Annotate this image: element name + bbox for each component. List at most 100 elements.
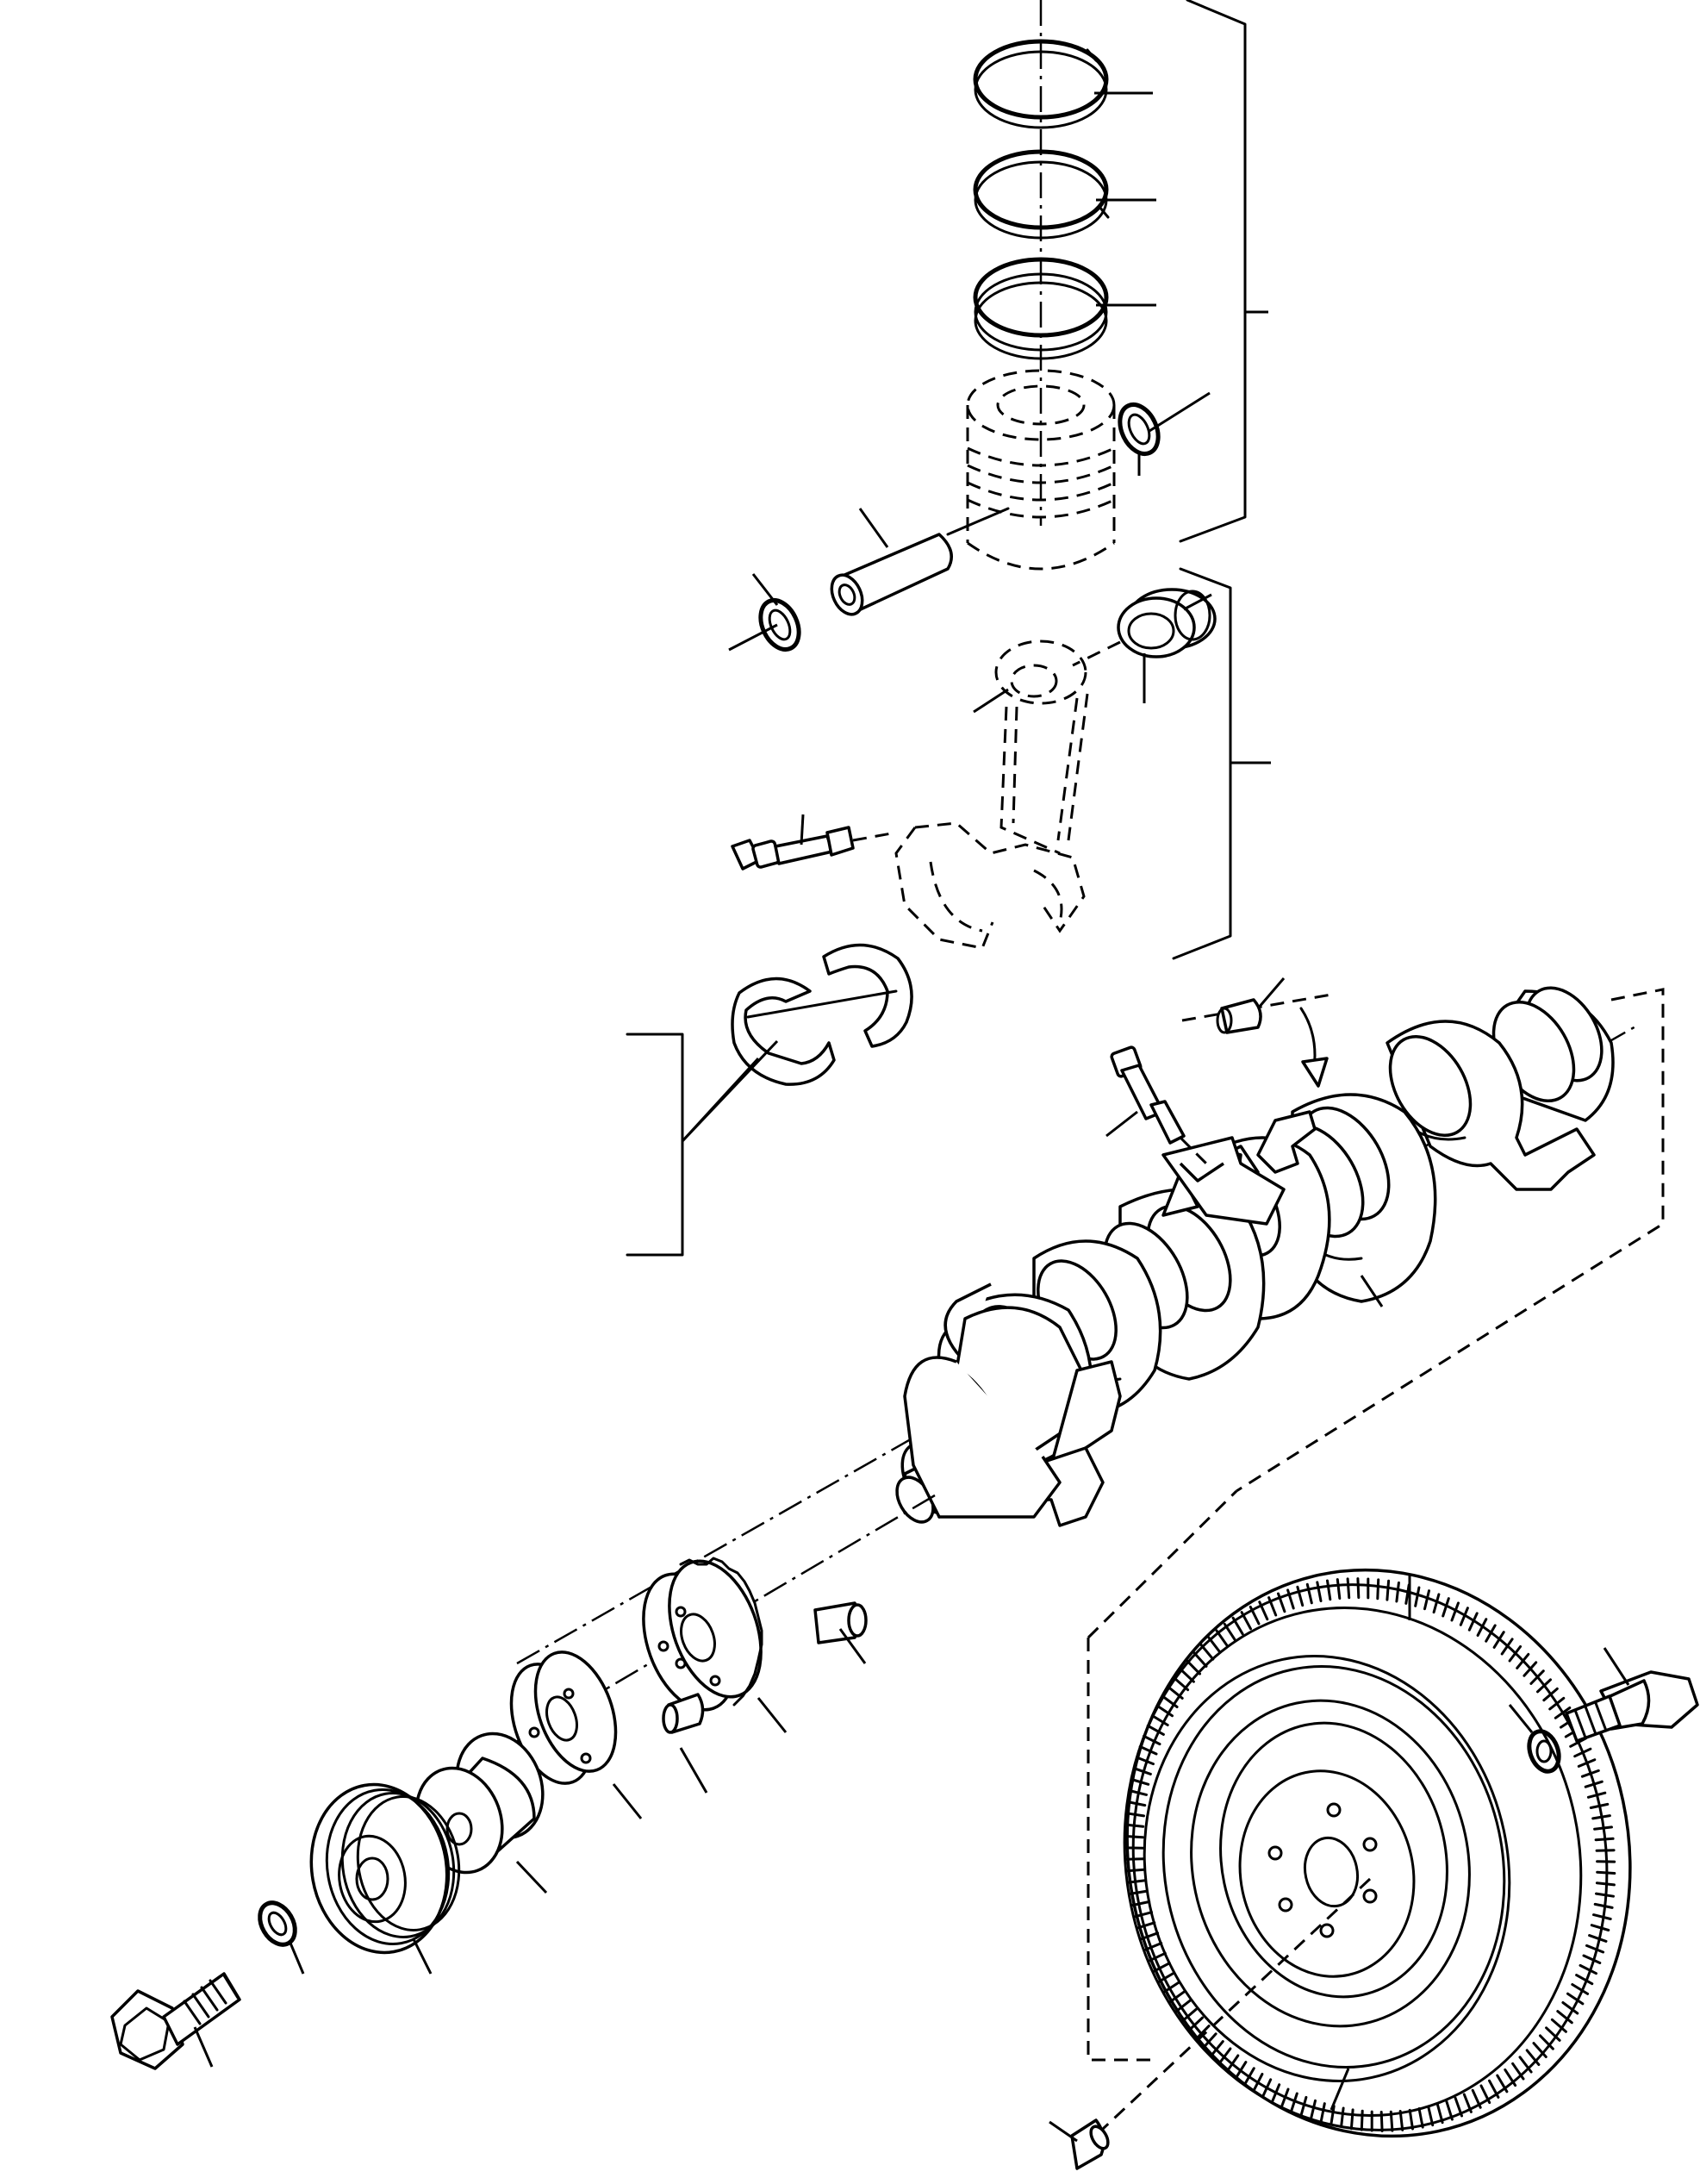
ring-gear-tooth (1582, 1954, 1602, 1964)
ring-gear-tooth (1529, 1669, 1545, 1685)
ring-gear-tooth (1235, 2061, 1248, 2079)
ring-gear-tooth (1595, 1849, 1616, 1852)
ring-gear-tooth (1556, 2010, 1573, 2025)
ring-gear-tooth (1442, 1597, 1450, 1618)
ring-gear-tooth (1492, 1631, 1505, 1649)
ring-gear-tooth (1476, 1618, 1488, 1637)
ring-gear-tooth (1153, 1962, 1171, 1973)
ring-gear-tooth (1550, 2018, 1567, 2033)
ring-gear-tooth (1536, 1678, 1552, 1694)
ring-gear-tooth (1356, 1577, 1361, 1599)
ring-gear-tooth (1454, 2096, 1463, 2118)
ring-gear-tooth (1129, 1889, 1149, 1895)
ring-gear-tooth (1305, 1582, 1313, 1605)
gear-dowel-left (662, 1693, 705, 1734)
ring-gear-tooth (1591, 1814, 1611, 1820)
ring-gear-tooth (1590, 1924, 1610, 1931)
ring-gear-tooth (1561, 2001, 1579, 2015)
ring-gear-tooth (1252, 2073, 1264, 2092)
ring-gear-tooth (1584, 1780, 1603, 1788)
ring-gear-tooth (1135, 1756, 1155, 1766)
ring-gear-tooth (1326, 1579, 1332, 1601)
ring-gear-tooth (1188, 2016, 1204, 2031)
ring-gear-tooth (1571, 1983, 1590, 1995)
ring-gear-tooth (1340, 2106, 1345, 2129)
ring-gear-tooth (1508, 1644, 1523, 1663)
piston-ring-oil (973, 257, 1109, 360)
bearing-shell-upper (731, 977, 836, 1086)
ring-gear-tooth (1296, 1585, 1305, 1607)
ring-gear-tooth (1310, 2099, 1317, 2120)
ring-gear-tooth (1240, 1611, 1252, 1631)
ring-gear-tooth (1286, 1588, 1295, 1610)
ring-gear-tooth (1280, 2087, 1290, 2108)
ring-gear-tooth (1417, 2107, 1424, 2129)
crankshaft-bracket (1236, 988, 1665, 1493)
leader-lines (193, 91, 1630, 2143)
ring-gear-tooth (1360, 2109, 1364, 2131)
bearing-bracket (626, 1033, 684, 1257)
ring-gear-tooth (1595, 1892, 1615, 1898)
piston-snap-ring-right (1118, 402, 1161, 456)
ring-gear-tooth (1126, 1800, 1147, 1807)
ring-gear-tooth (1395, 1581, 1400, 1603)
ring-gear-tooth (1130, 1778, 1150, 1786)
ring-gear-tooth (1523, 1661, 1538, 1677)
ring-gear-tooth (1128, 1789, 1148, 1796)
ring-gear-tooth (1267, 1596, 1278, 1617)
ring-gear-tooth (1168, 1990, 1186, 2003)
ring-gear-tooth (1136, 1921, 1156, 1930)
flywheel-dowel (1070, 2118, 1110, 2170)
ring-gear-tooth (1573, 1747, 1592, 1758)
ring-gear-tooth (1271, 2083, 1281, 2103)
ring-gear-tooth (1585, 1944, 1605, 1954)
ring-gear-tooth (1146, 1724, 1165, 1736)
ring-gear-tooth (1243, 2067, 1255, 2086)
connecting-rod-dashed (894, 640, 1089, 950)
ring-gear-tooth (1588, 1934, 1608, 1943)
ring-gear-tooth (1593, 1825, 1613, 1831)
ring-gear-tooth (1130, 1900, 1151, 1907)
ring-gear-tooth (1167, 1685, 1184, 1700)
ring-gear-tooth (1199, 1644, 1215, 1661)
piston-ring-top (973, 39, 1109, 129)
gear-dowel-right (813, 1601, 868, 1644)
ring-gear-tooth (1231, 1616, 1244, 1636)
ring-gear-tooth (1138, 1745, 1158, 1756)
ring-gear-tooth (1125, 1868, 1146, 1873)
ring-gear-tooth (1593, 1902, 1614, 1909)
ring-gear-tooth (1488, 2079, 1500, 2099)
ring-gear-tooth (1595, 1881, 1616, 1887)
ring-gear-tooth (1319, 2102, 1326, 2124)
ring-gear-tooth (1566, 1992, 1585, 2006)
crank-counterweight-front (1161, 1136, 1286, 1226)
ring-gear-tooth (1124, 1823, 1145, 1828)
ring-gear-tooth (1192, 1651, 1208, 1668)
ring-gear-tooth (1124, 1835, 1144, 1839)
ring-gear-tooth (1450, 1601, 1460, 1622)
ring-gear-tooth (1432, 1593, 1441, 1614)
ring-gear-tooth (1124, 1857, 1145, 1861)
ring-gear-tooth (1445, 2100, 1454, 2121)
ring-gear-tooth (1163, 1981, 1180, 1994)
ring-gear-tooth (1226, 2054, 1240, 2072)
ring-gear-tooth (1496, 2074, 1509, 2094)
ring-gear-tooth (1336, 1578, 1342, 1600)
crank-gear-large (642, 1557, 763, 1712)
rod-bolt (731, 826, 897, 870)
crank-gear-small (509, 1650, 618, 1785)
ring-gear-tooth (1511, 2062, 1525, 2081)
ring-gear-tooth (1181, 2007, 1198, 2023)
ring-gear-tooth (1504, 2068, 1517, 2087)
connecting-rod-group (731, 567, 1271, 960)
ring-gear-tooth (1143, 1734, 1161, 1746)
crank-dowel-pin (1181, 993, 1332, 1088)
main-bearing-shells (626, 943, 913, 1257)
crank-first-counterweight (903, 1356, 1062, 1519)
ring-gear-tooth (1202, 2032, 1217, 2049)
gear-teeth-large (679, 1557, 763, 1707)
ring-gear-tooth (1435, 2102, 1444, 2125)
ring-gear-tooth (1161, 1694, 1179, 1708)
piston-group (758, 0, 1268, 652)
